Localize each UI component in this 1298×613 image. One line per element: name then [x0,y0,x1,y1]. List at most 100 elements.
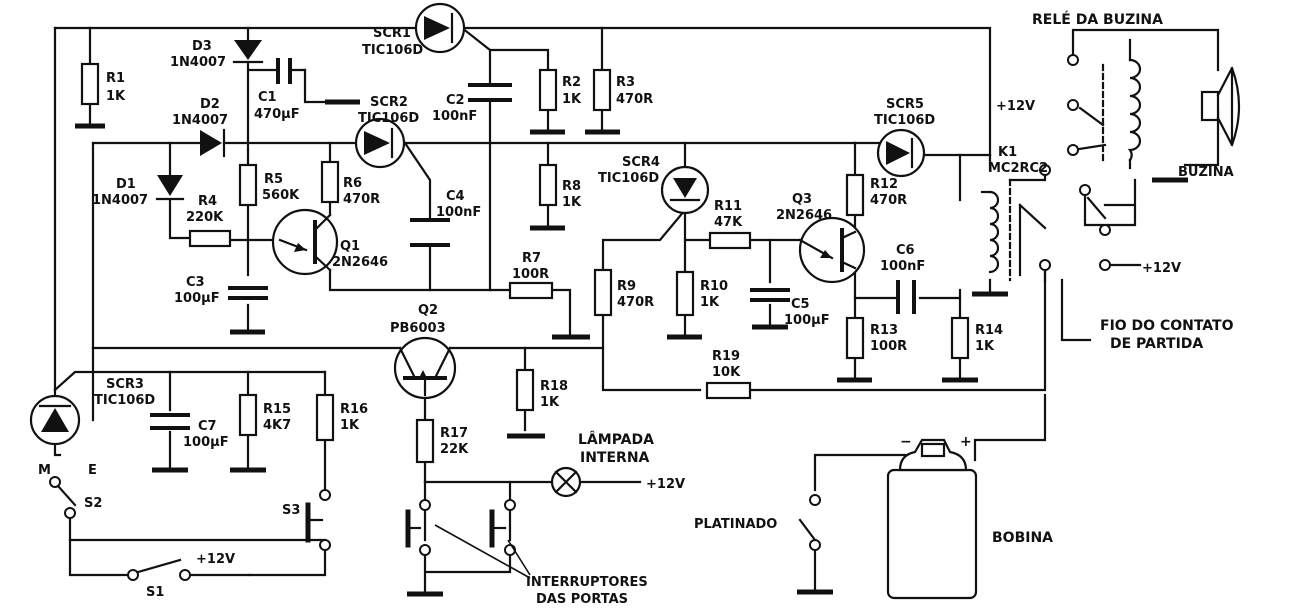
label-r18-value: 1K [540,395,560,410]
label-r10: R10 [700,279,728,294]
label-r12-value: 470R [870,193,907,208]
label-r16-value: 1K [340,418,360,433]
label-r15: R15 [263,402,291,417]
label-r5: R5 [264,172,283,187]
label-r9-value: 470R [617,295,654,310]
relay-k1-coil [988,190,1000,274]
switch-s1 [127,558,191,581]
label-q2: Q2 [418,303,438,318]
capacitors [150,58,916,430]
label-r3: R3 [616,75,635,90]
transistor-q3 [798,216,866,284]
resistor-r2 [538,68,558,112]
switch-s3 [305,489,331,551]
label-scr2: SCR2 [370,95,408,110]
label-m: M [38,463,51,478]
label-c4: C4 [446,189,465,204]
resistor-r18 [515,368,535,412]
label-fio-line2: DE PARTIDA [1110,336,1203,352]
label-r5-value: 560K [262,188,300,203]
label-r14-value: 1K [975,339,995,354]
scr4 [660,165,710,215]
label-k1-value: MC2RC2 [988,161,1048,176]
horn-relay-coil [1127,58,1142,162]
label-plus12-relay: +12V [996,99,1035,114]
label-r2-value: 1K [562,92,582,107]
label-d2: D2 [200,97,220,112]
label-interruptores-line2: DAS PORTAS [536,592,628,607]
label-r15-value: 4K7 [263,418,291,433]
label-scr4-value: TIC106D [598,171,659,186]
label-r10-value: 1K [700,295,720,310]
resistor-r6 [320,160,340,204]
label-c5-value: 100µF [784,313,830,328]
capacitor-c5 [750,288,790,302]
wires [53,26,1220,594]
label-scr4: SCR4 [622,155,660,170]
label-c1-value: 470µF [254,107,300,122]
label-r17-value: 22K [440,442,469,457]
resistor-r15 [238,393,258,437]
capacitor-c6 [896,280,916,314]
resistor-r13 [845,316,865,360]
transistor-q1 [271,208,339,276]
label-r14: R14 [975,323,1003,338]
label-q1-value: 2N2646 [332,255,388,270]
horn-icon [1200,66,1241,147]
label-r4-value: 220K [186,210,224,225]
label-r6-value: 470R [343,192,380,207]
capacitor-c4 [410,218,450,247]
labels: R1 1K D3 1N4007 SCR1 TIC106D R2 1K R3 47… [38,11,1234,607]
door-switches-pointer-1 [434,524,531,579]
scrs [29,2,926,446]
resistor-r7 [508,281,554,300]
resistor-r4 [188,229,232,248]
label-d2-value: 1N4007 [172,113,228,128]
resistor-r3 [592,68,612,112]
switches [49,476,821,581]
label-fio-line1: FIO DO CONTATO [1100,318,1234,334]
label-r8-value: 1K [562,195,582,210]
label-scr5-value: TIC106D [874,113,935,128]
resistor-r19 [705,381,752,400]
grounds [75,99,1188,597]
label-scr3: SCR3 [106,377,144,392]
label-scr5: SCR5 [886,97,924,112]
label-plus12-s1: +12V [196,552,235,567]
label-r2: R2 [562,75,581,90]
resistor-r17 [415,418,435,464]
switch-s2 [49,476,77,519]
diode-d3 [232,40,264,64]
label-r16: R16 [340,402,368,417]
scr1 [414,2,466,54]
label-lampada-line2: INTERNA [580,450,650,466]
label-r18: R18 [540,379,568,394]
label-r4: R4 [198,194,217,209]
capacitor-c1 [276,58,307,84]
resistor-r1 [80,62,100,106]
label-r11: R11 [714,199,742,214]
resistor-r8 [538,163,558,207]
diode-d2 [200,128,226,158]
ignition-coil [886,438,978,600]
capacitor-c3 [228,286,268,300]
diode-d1 [155,175,185,201]
label-r1-value: 1K [106,89,126,104]
resistor-r12 [845,173,865,217]
horn-relay [1067,54,1142,271]
scr3 [29,394,81,446]
label-plus12-k1: +12V [1142,261,1181,276]
label-r7: R7 [522,251,541,266]
label-q2-value: PB6003 [390,321,446,336]
label-k1: K1 [998,145,1017,160]
relay-k1 [980,164,1051,282]
label-d3: D3 [192,39,212,54]
diodes [155,40,264,201]
label-e: E [88,463,97,478]
label-q1: Q1 [340,239,360,254]
label-c6-value: 100nF [880,259,925,274]
transistors [271,208,866,400]
label-buzina: BUZINA [1178,165,1234,180]
label-bobina-minus: − [900,434,912,450]
resistor-r9 [593,268,613,317]
